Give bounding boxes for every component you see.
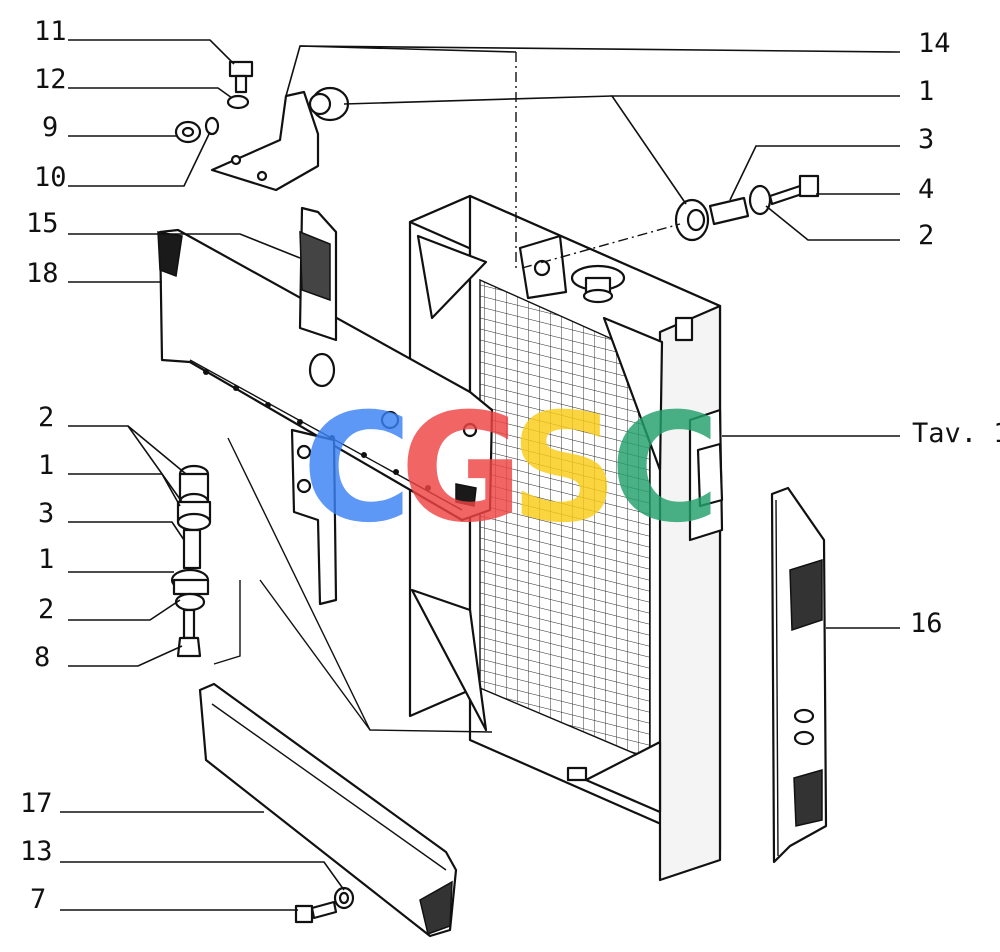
callout-18: 18 <box>26 258 59 289</box>
callout-7: 7 <box>30 884 46 915</box>
callout-tav-1: Tav. 1 <box>912 418 1000 449</box>
callout-12: 12 <box>34 64 67 95</box>
watermark-letter: G <box>400 382 523 556</box>
side-baffle-15 <box>290 206 338 606</box>
callout-labels: 11 12 9 10 15 18 2 1 3 1 2 8 17 13 7 14 … <box>20 16 1000 915</box>
leader-lines <box>60 39 901 911</box>
watermark-letter: S <box>510 382 618 556</box>
callout-1-right: 1 <box>918 76 934 107</box>
rubber-mount-1-top <box>308 86 350 122</box>
panel-holes <box>203 369 478 491</box>
callout-3-left: 3 <box>38 498 54 529</box>
watermark-letter: C <box>302 382 412 556</box>
rubber-mount-1-right <box>674 198 710 242</box>
callout-1-upper: 1 <box>38 450 54 481</box>
callout-2-right: 2 <box>918 220 934 251</box>
radiator-assembly <box>408 194 724 882</box>
bolt-11 <box>228 60 254 94</box>
callout-15: 15 <box>26 208 59 239</box>
callout-2-lower: 2 <box>38 594 54 625</box>
bolt-7 <box>294 900 338 924</box>
callout-4-right: 4 <box>918 174 934 205</box>
callout-10: 10 <box>34 162 67 193</box>
bolt-4 <box>768 174 820 206</box>
callout-16: 16 <box>910 608 943 639</box>
callout-14: 14 <box>918 28 951 59</box>
nut-13 <box>333 886 355 910</box>
nut-9 <box>174 120 202 144</box>
washer-12 <box>226 94 250 110</box>
callout-13: 13 <box>20 836 53 867</box>
bracket-14 <box>210 90 320 192</box>
washer-2-right <box>748 184 772 216</box>
callout-2-upper: 2 <box>38 402 54 433</box>
bottom-panel-17 <box>198 682 458 938</box>
filler-cap <box>570 264 626 304</box>
callout-9: 9 <box>42 112 58 143</box>
callout-1-lower: 1 <box>38 544 54 575</box>
watermark-letter: C <box>610 382 720 556</box>
callout-3-right: 3 <box>918 124 934 155</box>
side-panel-16 <box>770 486 828 864</box>
spacer-3 <box>708 196 750 226</box>
assembly-lines <box>213 52 681 733</box>
washer-10 <box>204 116 220 136</box>
callout-8: 8 <box>34 642 50 673</box>
mount-stack-left <box>170 464 212 658</box>
callout-17: 17 <box>20 788 53 819</box>
callout-11: 11 <box>34 16 67 47</box>
cgsc-watermark: C G S C <box>302 382 720 556</box>
